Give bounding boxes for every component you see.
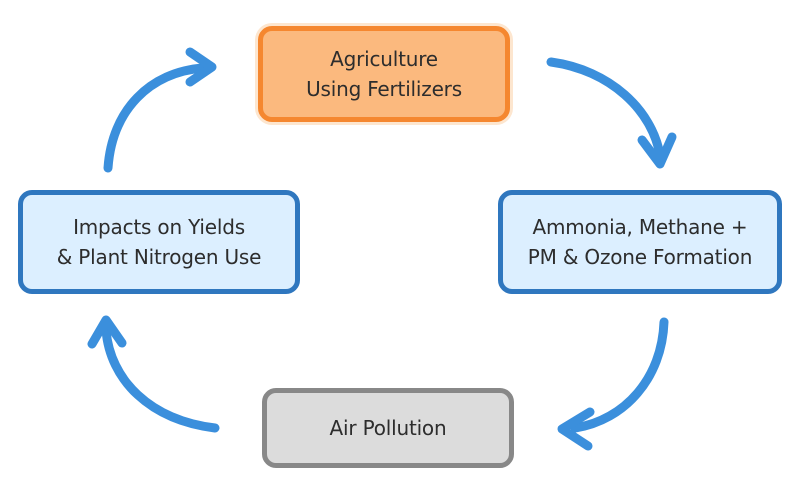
- arrow-impacts-to-agriculture: [103, 63, 208, 173]
- node-impacts-line-2: & Plant Nitrogen Use: [56, 245, 262, 269]
- arrowhead-agriculture-to-ammonia: [637, 132, 677, 169]
- node-impacts-on-yields: Impacts on Yields & Plant Nitrogen Use: [18, 190, 300, 294]
- arrowhead-ammonia-to-air-pollution: [557, 407, 595, 451]
- node-agriculture-using-fertilizers: Agriculture Using Fertilizers: [258, 26, 510, 122]
- arrowhead-impacts-to-agriculture: [185, 47, 217, 87]
- node-ammonia-line-1: Ammonia, Methane +: [532, 215, 748, 239]
- arrow-air-pollution-to-impacts: [101, 325, 220, 433]
- node-ammonia-line-2: PM & Ozone Formation: [527, 245, 753, 269]
- node-air-pollution: Air Pollution: [262, 388, 514, 468]
- arrow-agriculture-to-ammonia: [546, 57, 665, 160]
- node-impacts-line-1: Impacts on Yields: [73, 215, 245, 239]
- node-air-pollution-line-1: Air Pollution: [329, 416, 447, 440]
- arrow-ammonia-to-air-pollution: [570, 317, 669, 433]
- arrowhead-air-pollution-to-impacts: [87, 315, 127, 349]
- node-ammonia-methane-pm-ozone: Ammonia, Methane + PM & Ozone Formation: [498, 190, 782, 294]
- node-agriculture-line-2: Using Fertilizers: [306, 77, 462, 101]
- node-agriculture-line-1: Agriculture: [330, 47, 438, 71]
